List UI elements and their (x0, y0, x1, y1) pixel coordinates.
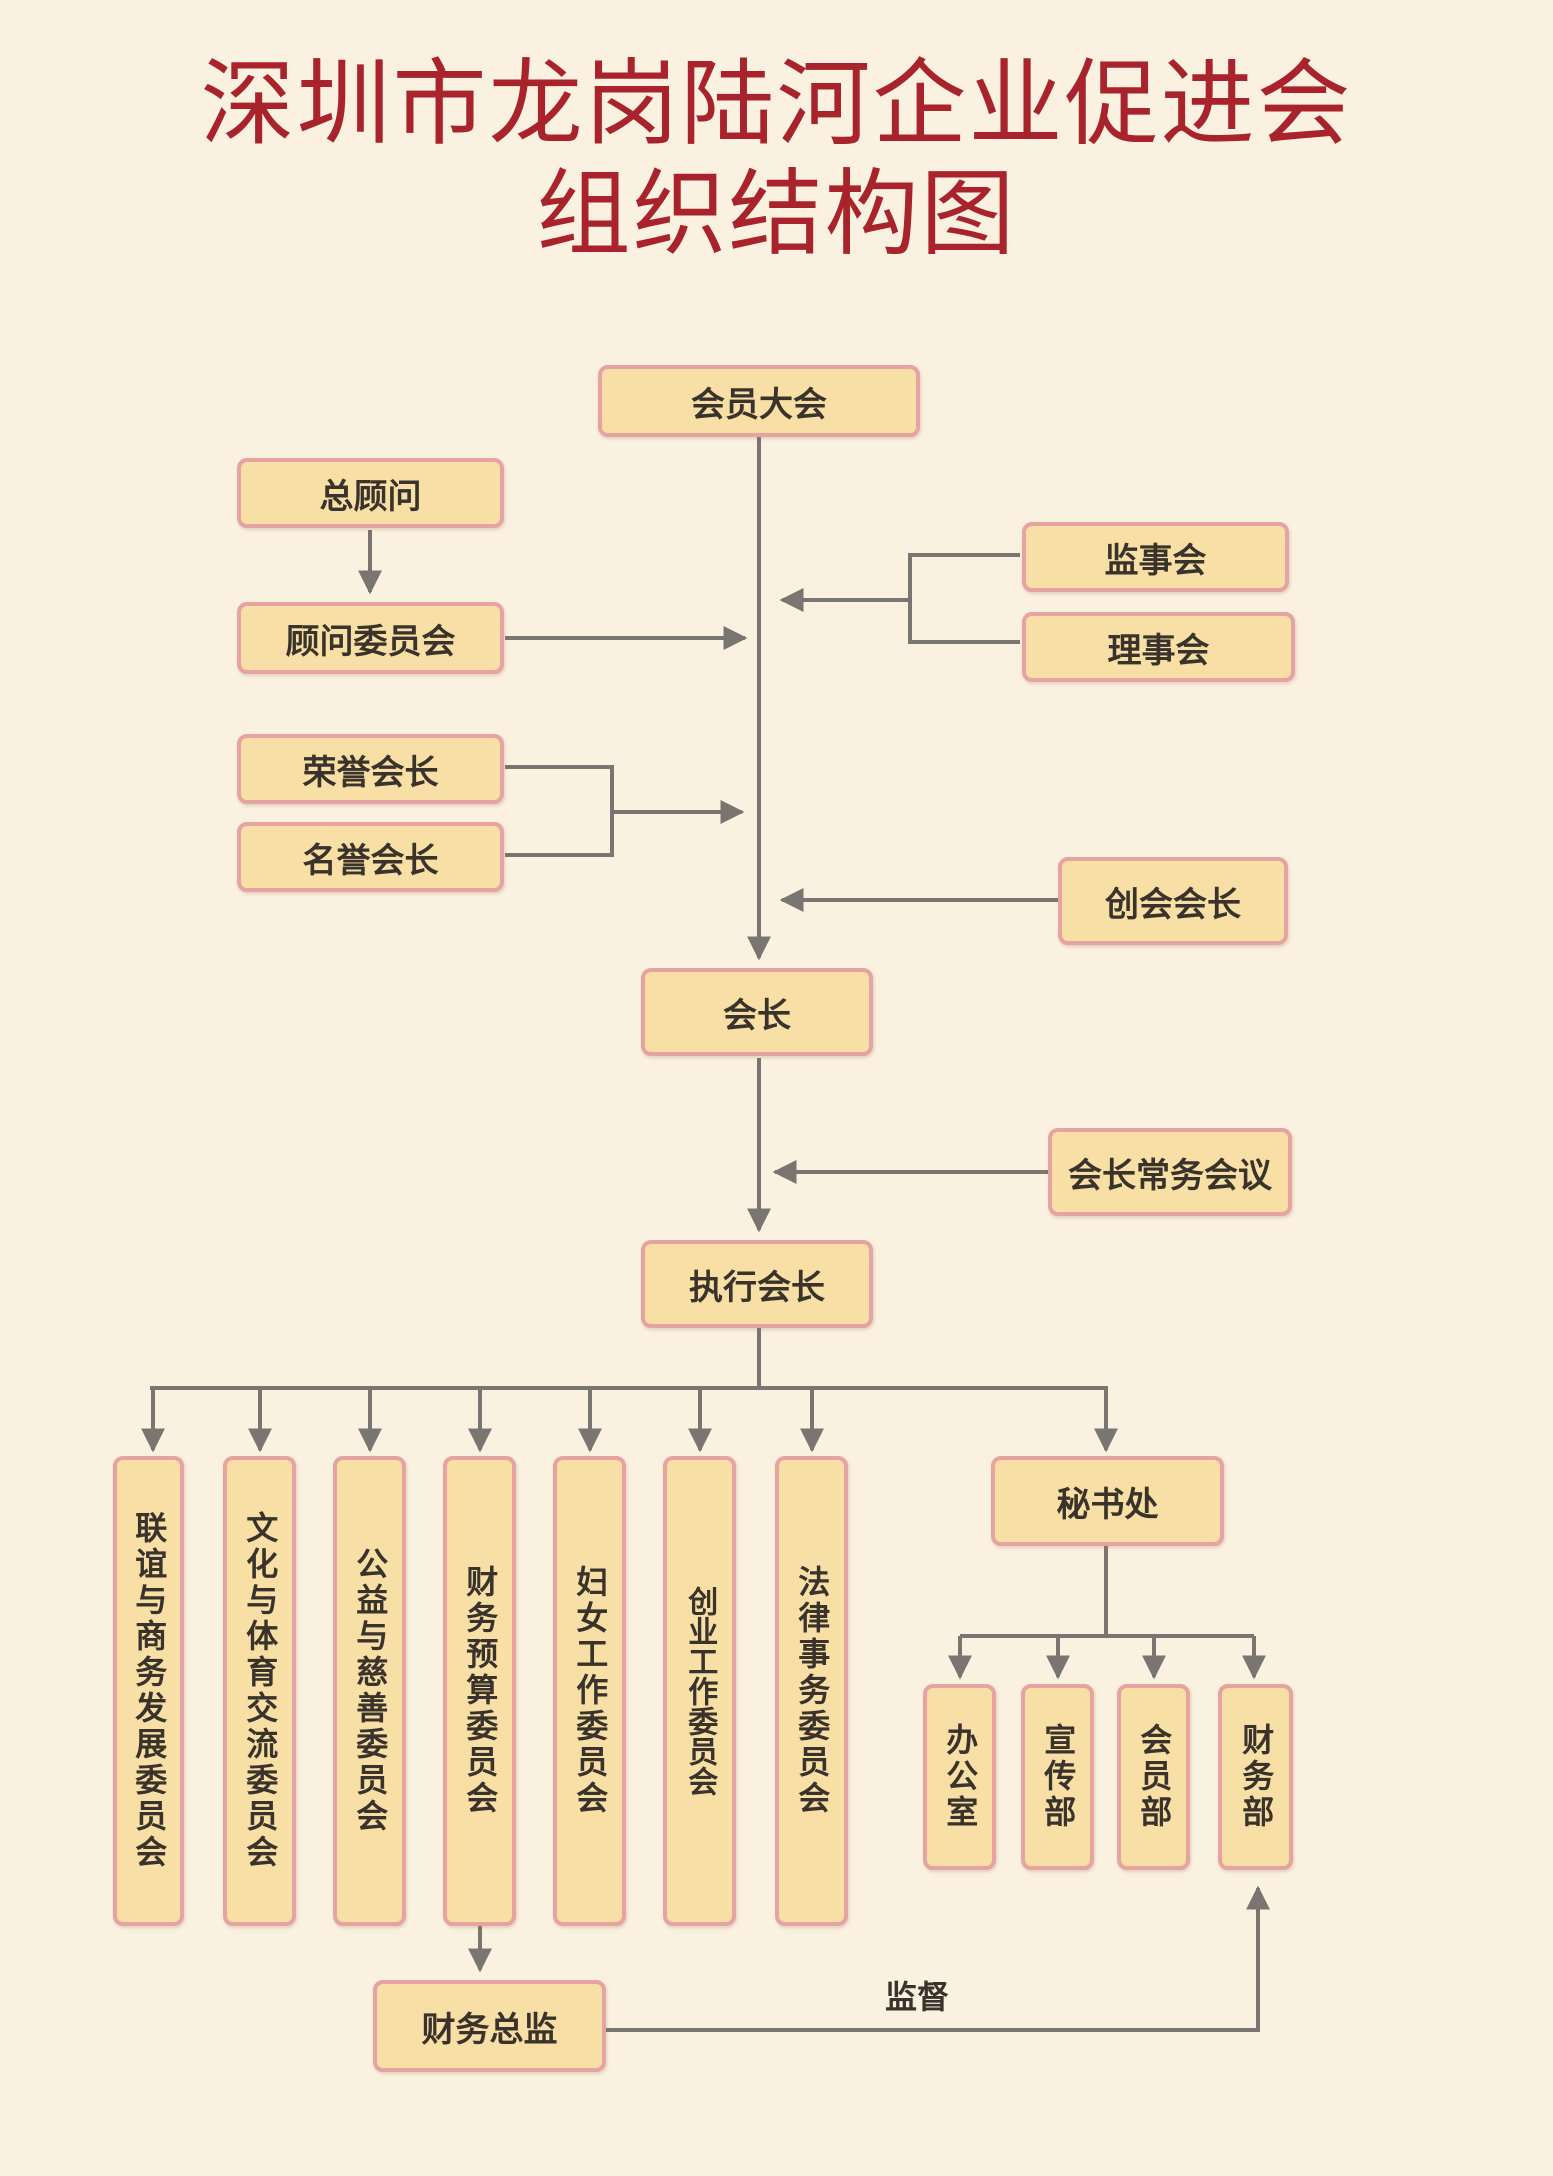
committee-liaison-business: 联谊与商务发展委员会 (113, 1456, 184, 1926)
node-chief-advisor: 总顾问 (237, 458, 504, 528)
node-president: 会长 (641, 968, 873, 1056)
bracket-supervisory-council (908, 553, 1020, 644)
dept-office: 办公室 (923, 1684, 996, 1870)
node-secretariat: 秘书处 (991, 1456, 1224, 1546)
committee-women: 妇女工作委员会 (553, 1456, 626, 1926)
node-general-assembly: 会员大会 (598, 365, 920, 437)
committee-culture-sports: 文化与体育交流委员会 (223, 1456, 296, 1926)
bracket-honorary (505, 765, 614, 857)
node-executive-president: 执行会长 (641, 1240, 873, 1328)
node-advisory-committee: 顾问委员会 (237, 602, 504, 674)
node-founding-president: 创会会长 (1058, 857, 1288, 945)
committee-legal: 法律事务委员会 (775, 1456, 848, 1926)
arrow-cfo-supervise-finance (605, 1885, 1270, 2032)
committee-budget: 财务预算委员会 (443, 1456, 516, 1926)
node-honorary-chairman: 名誉会长 (237, 822, 504, 892)
node-standing-meeting: 会长常务会议 (1048, 1128, 1292, 1216)
node-council: 理事会 (1022, 612, 1295, 682)
chart-title-line2: 组织结构图 (536, 160, 1017, 269)
edge-label-supervise: 监督 (885, 1978, 950, 2016)
dept-membership: 会员部 (1117, 1684, 1190, 1870)
node-cfo: 财务总监 (373, 1980, 606, 2072)
committee-entrepreneurship: 创业工作委员会 (663, 1456, 736, 1926)
node-supervisory-board: 监事会 (1022, 522, 1289, 592)
dept-publicity: 宣传部 (1021, 1684, 1094, 1870)
committee-charity: 公益与慈善委员会 (333, 1456, 406, 1926)
chart-title-line1: 深圳市龙岗陆河企业促进会 (200, 50, 1353, 159)
dept-finance: 财务部 (1218, 1684, 1293, 1870)
node-honorary-president: 荣誉会长 (237, 734, 504, 804)
